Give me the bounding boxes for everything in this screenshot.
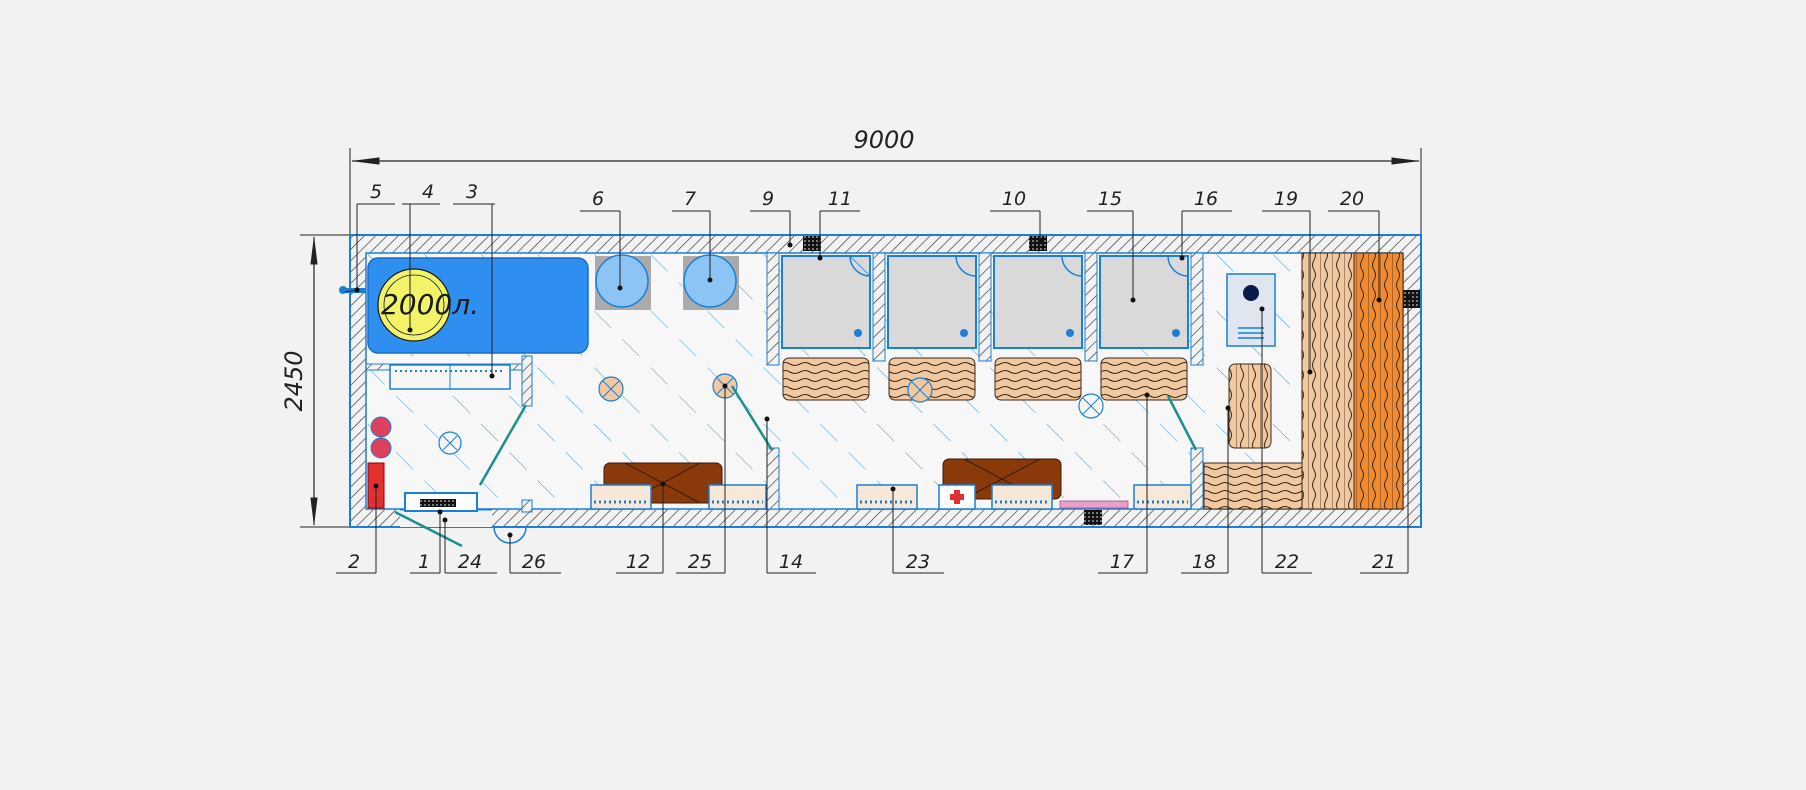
callout-11: 11 [828, 188, 852, 210]
ventilation-unit [404, 492, 478, 512]
leader-dots [354, 239, 1411, 538]
callout-5: 5 [370, 181, 382, 203]
cabinets [590, 484, 1192, 510]
shower-stall-1 [781, 255, 871, 349]
shower-stall-4 [1099, 255, 1189, 349]
tank-volume-label: 2000л. [381, 288, 479, 321]
callout-labels: 5 4 3 6 7 9 11 10 15 16 19 20 2 1 24 26 … [348, 181, 1396, 573]
callout-12: 12 [626, 551, 650, 573]
wooden-grids [782, 357, 1188, 401]
callout-2: 2 [348, 551, 360, 573]
callout-22: 22 [1275, 551, 1299, 573]
callout-9: 9 [762, 188, 774, 210]
doors [394, 385, 1198, 548]
callout-6: 6 [592, 188, 604, 210]
callout-25: 25 [688, 551, 712, 573]
sauna-heater [1226, 273, 1276, 347]
callout-1: 1 [418, 551, 430, 573]
vent-grilles [803, 236, 1420, 525]
water-heater-6 [595, 254, 651, 310]
callout-17: 17 [1110, 551, 1134, 573]
callout-18: 18 [1192, 551, 1216, 573]
shower-stalls [781, 255, 1189, 349]
callout-21: 21 [1372, 551, 1396, 573]
callout-4: 4 [422, 181, 434, 203]
callout-26: 26 [522, 551, 546, 573]
callout-23: 23 [906, 551, 930, 573]
shower-stall-3 [993, 255, 1083, 349]
water-heater-7 [683, 254, 739, 310]
callout-10: 10 [1002, 188, 1026, 210]
first-aid-kit [938, 484, 976, 510]
shower-stall-2 [887, 255, 977, 349]
callout-3: 3 [466, 181, 478, 203]
callout-7: 7 [684, 188, 696, 210]
water-tank: 2000л. [339, 257, 589, 354]
dimension-length-label: 9000 [853, 126, 914, 154]
dimension-width-label: 2450 [280, 350, 308, 411]
heater-strip [1059, 500, 1129, 509]
callout-16: 16 [1194, 188, 1218, 210]
callout-20: 20 [1340, 188, 1364, 210]
dimension-width: 2450 [280, 234, 350, 528]
dimension-length: 9000 [349, 126, 1422, 235]
fire-extinguishers [367, 416, 392, 509]
callout-24: 24 [458, 551, 482, 573]
callout-15: 15 [1098, 188, 1122, 210]
callout-19: 19 [1274, 188, 1298, 210]
callout-14: 14 [779, 551, 803, 573]
